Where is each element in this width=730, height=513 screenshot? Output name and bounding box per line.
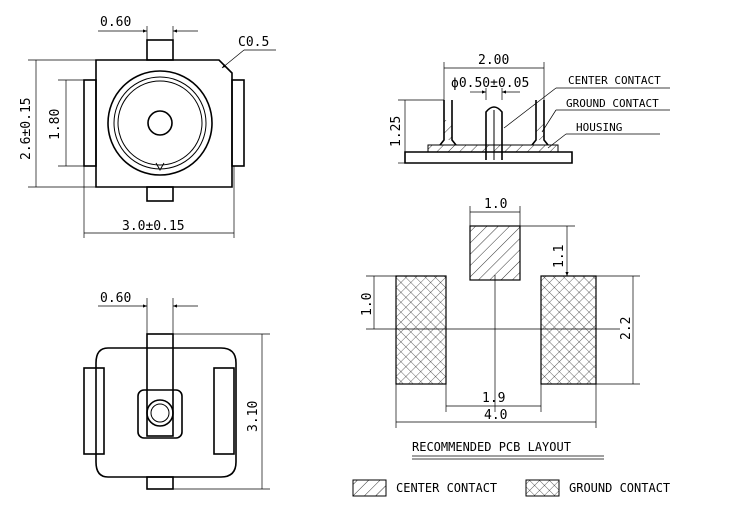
legend-ground-label: GROUND CONTACT	[569, 481, 670, 495]
bottom-dim-stub-width: 0.60	[100, 291, 131, 306]
pcb-dim-total: 4.0	[484, 408, 507, 423]
pcb-dim-center-width: 1.0	[484, 197, 507, 212]
pcb-layout: 1.0 1.1 1.0 2.2 1.9 4.0 RECOMMENDED PCB …	[360, 197, 640, 460]
top-dim-width: 3.0±0.15	[122, 219, 185, 234]
pcb-layout-title: RECOMMENDED PCB LAYOUT	[412, 440, 571, 454]
legend-center-label: CENTER CONTACT	[396, 481, 497, 495]
pcb-dim-pad-offset: 1.0	[360, 293, 375, 316]
center-contact-pad	[469, 225, 521, 281]
ground-contact-pad-left	[395, 275, 447, 385]
pcb-dim-gap: 1.9	[482, 391, 505, 406]
side-section-view: 2.00 ϕ0.50±0.05 1.25 CENTER CONTACT GROU…	[389, 53, 670, 164]
top-view: 0.60 C0.5 2.6±0.15 1.80 3.0±0.15	[19, 15, 276, 238]
legend-ground-swatch	[525, 479, 560, 497]
pcb-dim-pad-height: 2.2	[619, 317, 634, 340]
pcb-dim-center-height: 1.1	[552, 245, 567, 268]
legend: CENTER CONTACT GROUND CONTACT	[352, 479, 670, 497]
top-dim-inner-height: 1.80	[48, 109, 63, 140]
ground-contact-pad-right	[540, 275, 597, 385]
top-dim-chamfer: C0.5	[238, 35, 269, 50]
legend-center-swatch	[352, 479, 387, 497]
bottom-dim-height: 3.10	[246, 401, 261, 432]
side-dim-width: 2.00	[478, 53, 509, 68]
label-housing: HOUSING	[576, 121, 622, 134]
label-center-contact: CENTER CONTACT	[568, 74, 661, 87]
top-dim-height: 2.6±0.15	[19, 97, 34, 160]
top-dim-stub-width: 0.60	[100, 15, 131, 30]
label-ground-contact: GROUND CONTACT	[566, 97, 659, 110]
bottom-view: 0.60 3.10	[83, 291, 270, 490]
side-dim-height: 1.25	[389, 116, 404, 147]
side-dim-pin: ϕ0.50±0.05	[451, 76, 529, 91]
